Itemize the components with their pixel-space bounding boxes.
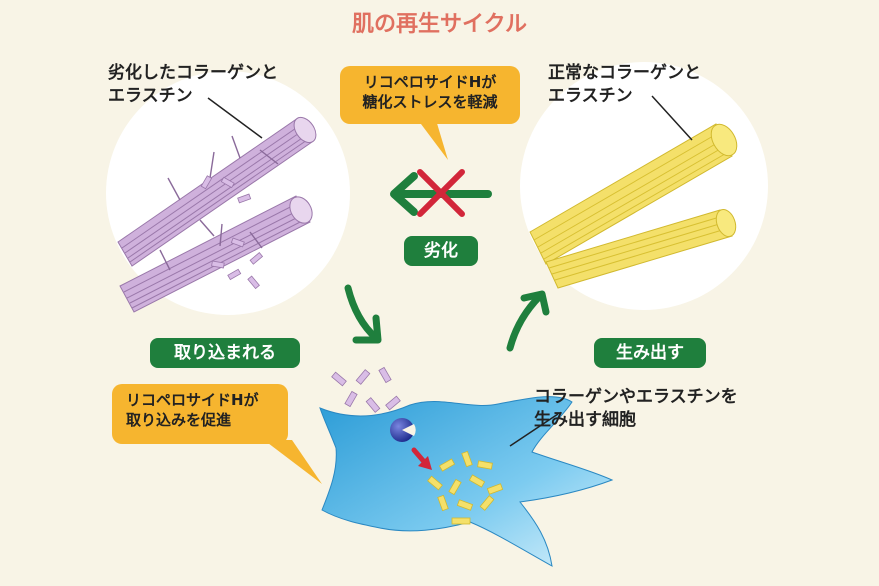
- degraded-fiber-label-line2: エラスチン: [108, 85, 193, 106]
- incoming-fragments: [331, 366, 401, 413]
- degraded-fiber-bundle-lower: [119, 195, 313, 313]
- top-bubble-tail: [418, 120, 448, 160]
- glycation-stress-bubble-line2: 糖化ストレスを軽減: [362, 93, 498, 112]
- degraded-fiber-label-line1: 劣化したコラーゲンと: [108, 63, 278, 83]
- cell-label-leader: [509, 413, 559, 447]
- absorption-bubble: リコペロサイドHが 取り込みを促進: [112, 384, 288, 444]
- degraded-fiber-label: 劣化したコラーゲンと エラスチン: [108, 62, 278, 108]
- cell-label-line2: 生み出す細胞: [534, 409, 636, 430]
- absorption-bubble-line1: リコペロサイドHが: [126, 391, 259, 409]
- healthy-fiber-label: 正常なコラーゲンと エラスチン: [548, 62, 701, 108]
- left-bubble-tail: [264, 440, 322, 484]
- blocked-cross-icon: [417, 169, 465, 217]
- right-label-leader: [651, 95, 693, 141]
- produce-step-pill: 生み出す: [594, 338, 706, 368]
- produced-fragments: [427, 450, 504, 525]
- healthy-fiber-label-line2: エラスチン: [548, 85, 633, 106]
- page-title: 肌の再生サイクル: [352, 12, 527, 37]
- glycation-stress-bubble-line1: リコペロサイドHが: [363, 73, 497, 91]
- absorbed-step-pill: 取り込まれる: [150, 338, 300, 368]
- cell-label: コラーゲンやエラスチンを 生み出す細胞: [534, 386, 738, 432]
- skin-cell: [319, 396, 614, 567]
- degrade-step-pill: 劣化: [404, 236, 478, 266]
- left-label-leader: [207, 97, 263, 139]
- red-arrowhead: [418, 456, 432, 470]
- absorbed-arrow: [344, 284, 382, 344]
- healthy-fiber-bundle-lower: [545, 208, 737, 289]
- degraded-fiber-bundle-upper: [117, 116, 317, 267]
- healthy-fiber-bundle-upper: [529, 123, 738, 265]
- cell-label-line1: コラーゲンやエラスチンを: [534, 387, 738, 407]
- degraded-fragments: [200, 175, 264, 290]
- healthy-fiber-label-line1: 正常なコラーゲンと: [548, 63, 701, 83]
- absorption-bubble-line2: 取り込みを促進: [126, 411, 232, 430]
- glycation-stress-bubble: リコペロサイドHが 糖化ストレスを軽減: [340, 66, 520, 124]
- lycoperoside-molecule-icon: [390, 418, 416, 442]
- produce-arrow: [506, 290, 550, 352]
